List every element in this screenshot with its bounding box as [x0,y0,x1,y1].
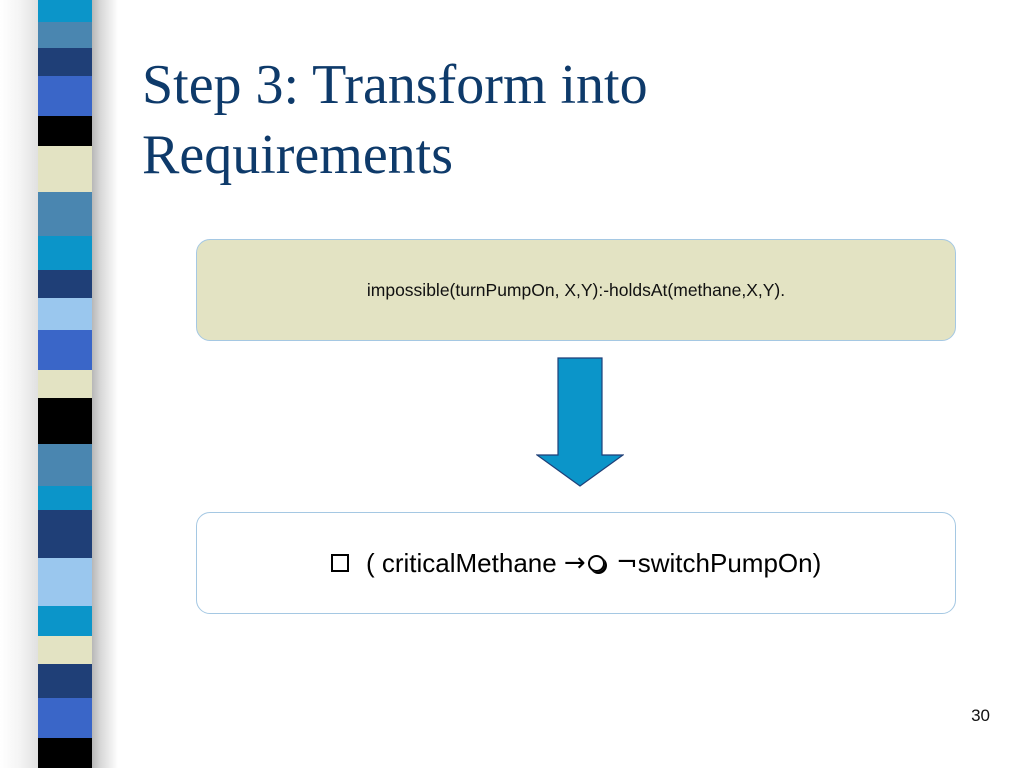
slide-title: Step 3: Transform into Requirements [142,50,942,190]
rule-box: impossible(turnPumpOn, X,Y):-holdsAt(met… [196,239,956,341]
down-arrow-icon [536,357,624,487]
next-operator-icon [587,554,605,572]
implies-symbol: → [563,548,586,578]
page-number: 30 [971,706,990,725]
formula-rest: switchPumpOn) [637,547,822,578]
title-line-2: Requirements [142,124,454,186]
decorative-bar-strip [34,0,98,768]
requirement-box: ( criticalMethane → ¬ switchPumpOn) [196,512,956,614]
title-line-1: Step 3: Transform into [142,54,648,116]
always-operator-icon [330,554,349,572]
rule-text: impossible(turnPumpOn, X,Y):-holdsAt(met… [366,280,786,300]
requirement-formula: ( criticalMethane → ¬ switchPumpOn) [330,547,822,579]
not-symbol: ¬ [615,548,638,578]
formula-open: ( criticalMethane [358,547,564,578]
